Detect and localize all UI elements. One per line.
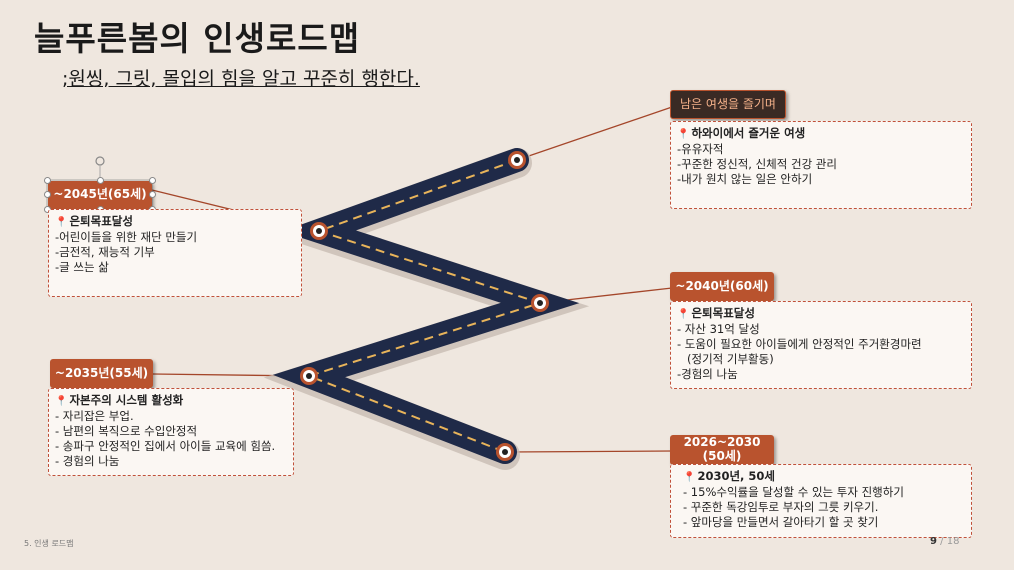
stage-tag-2035[interactable]: ~2035년(55세)	[50, 359, 153, 388]
pin-icon: 📍	[683, 472, 696, 483]
stage-card-line: -어린이들을 위한 재단 만들기	[55, 230, 198, 244]
stage-card-2035[interactable]: 📍자본주의 시스템 활성화 - 자리잡은 부업. - 남편의 복직으로 수입안정…	[48, 388, 294, 476]
stage-card-2026-2030[interactable]: 📍2030년, 50세 - 15%수익률을 달성할 수 있는 투자 진행하기 -…	[670, 464, 972, 538]
stage-card-line: -금전적, 재능적 기부	[55, 245, 155, 259]
stage-card-head: 하와이에서 즐거운 여생	[691, 126, 806, 140]
connector-s5	[504, 450, 673, 453]
stage-card-line: -꾸준한 정신적, 신체적 건강 관리	[677, 157, 837, 171]
stage-card-head: 2030년, 50세	[697, 469, 775, 483]
page-separator: /	[940, 536, 944, 547]
resize-handle[interactable]	[149, 191, 156, 198]
page-number: 9	[930, 536, 937, 547]
stage-tag-line: 2026~2030	[683, 435, 761, 450]
stage-card-line: - 앞마당을 만들면서 갈아타기 할 곳 찾기	[683, 515, 879, 529]
stage-card-remaining-life[interactable]: 📍하와이에서 즐거운 여생 -유유자적 -꾸준한 정신적, 신체적 건강 관리 …	[670, 121, 972, 209]
stage-tag-remaining-life[interactable]: 남은 여생을 즐기며	[670, 90, 786, 119]
pin-icon: 📍	[677, 129, 690, 140]
stage-card-line: - 경험의 나눔	[55, 454, 120, 468]
stage-card-line: - 자산 31억 달성	[677, 322, 760, 336]
stage-card-line: -유유자적	[677, 142, 724, 156]
resize-handle[interactable]	[44, 191, 51, 198]
page-title: 늘푸른봄의 인생로드맵	[34, 19, 361, 58]
rotate-handle-icon	[95, 156, 105, 166]
stage-card-2045[interactable]: 📍은퇴목표달성 -어린이들을 위한 재단 만들기 -금전적, 재능적 기부 -글…	[48, 209, 302, 297]
stage-card-head: 자본주의 시스템 활성화	[69, 393, 184, 407]
stage-card-line: -경험의 나눔	[677, 367, 738, 381]
stage-card-line: - 송파구 안정적인 집에서 아이들 교육에 힘씀.	[55, 439, 276, 453]
waypoint-marker	[300, 367, 318, 385]
stage-card-head: 은퇴목표달성	[691, 306, 755, 320]
stage-card-line: - 꾸준한 독강임투로 부자의 그릇 키우기.	[683, 500, 879, 514]
stage-card-line: - 도움이 필요한 아이들에게 안정적인 주거환경마련	[677, 337, 922, 351]
stage-card-line: (정기적 기부활동)	[687, 352, 774, 366]
resize-handle[interactable]	[44, 177, 51, 184]
pin-icon: 📍	[55, 217, 68, 228]
pin-icon: 📍	[55, 396, 68, 407]
waypoint-markers	[300, 151, 549, 461]
stage-card-line: - 15%수익률을 달성할 수 있는 투자 진행하기	[683, 485, 904, 499]
stage-tag-2026-2030[interactable]: 2026~2030 (50세)	[670, 435, 774, 465]
stage-card-line: -내가 원치 않는 일은 안하기	[677, 172, 813, 186]
page-total: 18	[946, 536, 960, 547]
stage-card-line: -글 쓰는 삶	[55, 260, 109, 274]
stage-card-head: 은퇴목표달성	[69, 214, 133, 228]
stage-card-line: - 남편의 복직으로 수입안정적	[55, 424, 198, 438]
stage-tag-2045[interactable]: ~2045년(65세)	[48, 181, 152, 209]
stage-card-line: - 자리잡은 부업.	[55, 409, 134, 423]
waypoint-marker	[310, 222, 328, 240]
connector-s3	[516, 106, 673, 161]
resize-handle[interactable]	[97, 177, 104, 184]
stage-card-2040[interactable]: 📍은퇴목표달성 - 자산 31억 달성 - 도움이 필요한 아이들에게 안정적인…	[670, 301, 972, 389]
waypoint-marker	[496, 443, 514, 461]
waypoint-marker	[508, 151, 526, 169]
stage-tag-line: (50세)	[702, 449, 742, 463]
waypoint-marker	[531, 294, 549, 312]
footer-section-label: 5. 인생 로드맵	[24, 539, 74, 548]
resize-handle[interactable]	[149, 177, 156, 184]
page-counter: 9 / 18	[930, 536, 959, 547]
page-subtitle: ;원씽, 그릿, 몰입의 힘을 알고 꾸준히 행한다.	[62, 68, 420, 90]
stage-tag-2040[interactable]: ~2040년(60세)	[670, 272, 774, 301]
pin-icon: 📍	[677, 309, 690, 320]
